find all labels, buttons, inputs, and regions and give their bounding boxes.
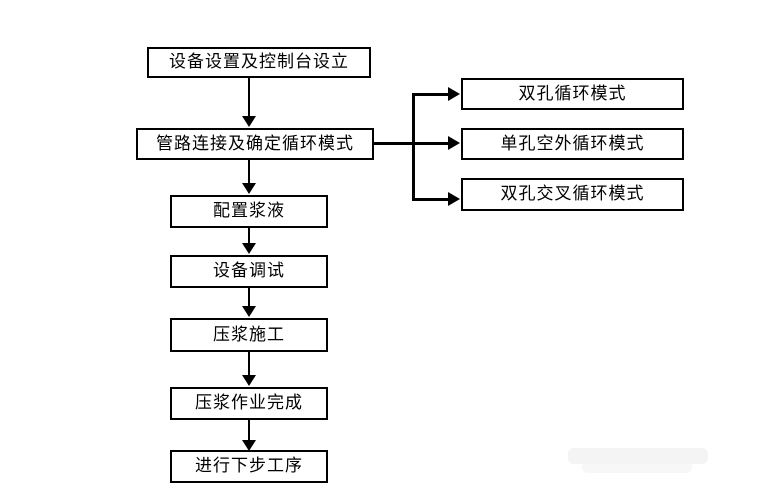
node-mode-3-label: 双孔交叉循环模式 (500, 184, 645, 204)
node-mode-1[interactable]: 双孔循环模式 (461, 78, 684, 110)
connector-1-2-arrowhead (242, 116, 256, 127)
node-step-5[interactable]: 压浆施工 (170, 318, 328, 352)
watermark-blob (568, 448, 708, 464)
node-mode-2[interactable]: 单孔空外循环模式 (461, 128, 684, 160)
node-step-7[interactable]: 进行下步工序 (170, 450, 328, 483)
connector-6-7-arrowhead (242, 440, 256, 451)
node-step-6-label: 压浆作业完成 (195, 393, 303, 413)
branch-arm-2-line (412, 142, 456, 145)
branch-stem-line (374, 142, 414, 145)
node-step-2-label: 管路连接及确定循环模式 (156, 133, 354, 154)
node-step-1[interactable]: 设备设置及控制台设立 (147, 47, 371, 78)
branch-trunk-line (412, 93, 415, 201)
node-step-3-label: 配置浆液 (213, 201, 285, 221)
node-step-1-label: 设备设置及控制台设立 (169, 52, 349, 72)
node-step-3[interactable]: 配置浆液 (170, 195, 328, 228)
node-step-7-label: 进行下步工序 (195, 456, 303, 476)
watermark-blob-secondary (582, 461, 692, 473)
node-mode-2-label: 单孔空外循环模式 (500, 133, 645, 154)
connector-3-4-line (248, 228, 250, 244)
node-step-4[interactable]: 设备调试 (170, 255, 328, 288)
connector-4-5-arrowhead (242, 306, 256, 317)
connector-2-3-arrowhead (242, 183, 256, 194)
node-mode-1-label: 双孔循环模式 (518, 83, 627, 104)
connector-3-4-arrowhead (242, 243, 256, 254)
connector-5-6-arrowhead (242, 375, 256, 386)
branch-arm-1-line (412, 93, 456, 96)
branch-arm-1-arrowhead (448, 87, 460, 101)
connector-4-5-line (248, 288, 250, 307)
branch-arm-3-arrowhead (448, 192, 460, 206)
node-step-5-label: 压浆施工 (213, 324, 285, 345)
node-step-4-label: 设备调试 (213, 261, 285, 281)
branch-arm-2-arrowhead (448, 136, 460, 150)
connector-6-7-line (248, 420, 250, 441)
connector-2-3-line (248, 160, 250, 184)
node-step-6[interactable]: 压浆作业完成 (170, 387, 328, 420)
branch-arm-3-line (412, 198, 456, 201)
node-step-2[interactable]: 管路连接及确定循环模式 (136, 128, 374, 160)
node-mode-3[interactable]: 双孔交叉循环模式 (461, 178, 684, 211)
connector-1-2-line (248, 78, 250, 117)
connector-5-6-line (248, 352, 250, 376)
